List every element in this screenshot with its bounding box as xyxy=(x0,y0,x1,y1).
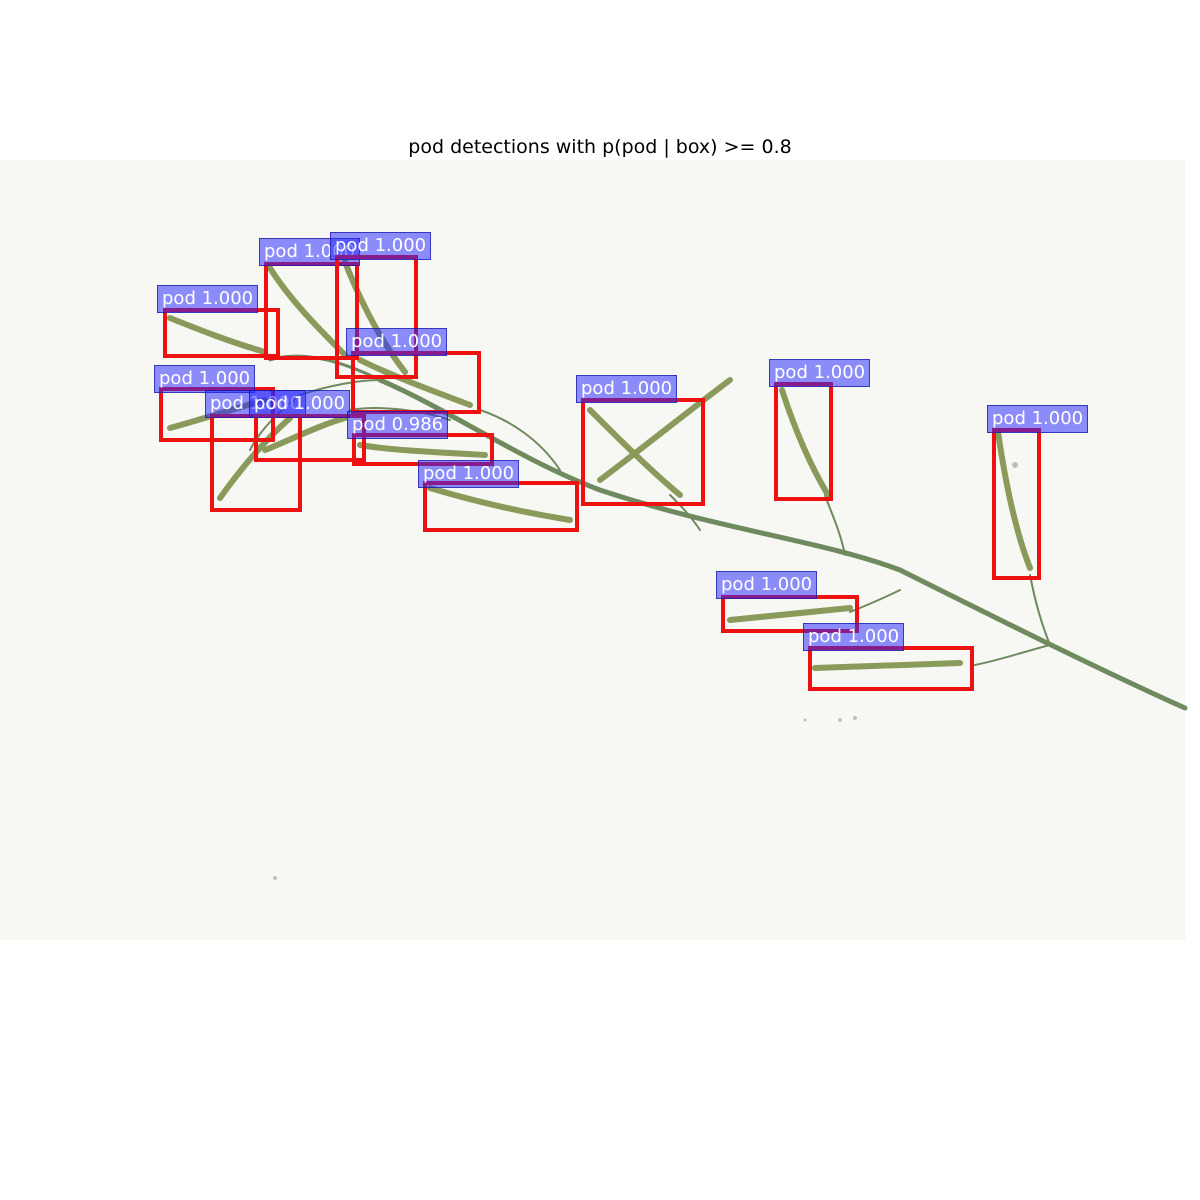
detection-box xyxy=(808,646,974,691)
detection-label: pod 1.000 xyxy=(987,405,1089,433)
detection-box xyxy=(163,308,280,358)
detection-label: pod 1.000 xyxy=(576,375,678,403)
detection-label: pod 1.000 xyxy=(418,460,520,488)
detection-label: pod 1.000 xyxy=(716,571,818,599)
figure-title: pod detections with p(pod | box) >= 0.8 xyxy=(408,136,792,158)
detection-label: pod 1.000 xyxy=(249,390,351,418)
detection-label: pod 1.000 xyxy=(346,328,448,356)
detection-label: pod 0.986 xyxy=(347,411,449,439)
detection-box xyxy=(581,398,705,506)
detection-box xyxy=(992,428,1041,580)
detection-box xyxy=(351,351,481,414)
photo-specks xyxy=(273,462,1018,880)
detection-label: pod 1.000 xyxy=(803,623,905,651)
detection-label: pod 1.000 xyxy=(157,285,259,313)
detection-box xyxy=(774,382,833,501)
detection-label: pod 1.000 xyxy=(330,232,432,260)
detection-label: pod 1.000 xyxy=(154,365,256,393)
detection-label: pod 1.000 xyxy=(769,359,871,387)
seed-pods xyxy=(167,259,1033,671)
detection-box xyxy=(423,481,579,532)
